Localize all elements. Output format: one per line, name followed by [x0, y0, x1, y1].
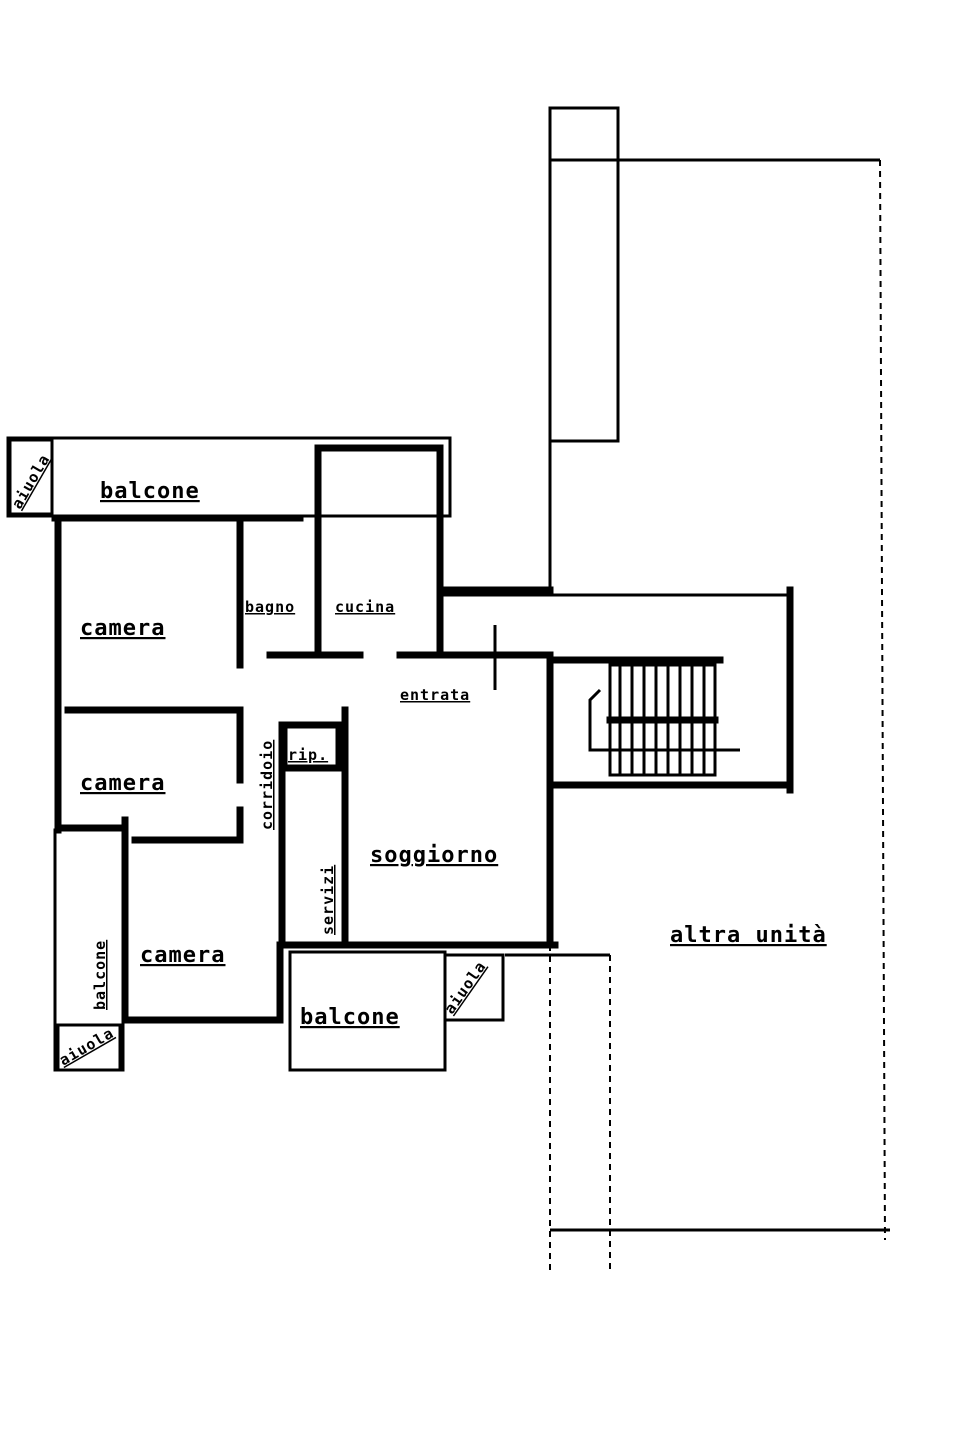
- label-aiuola-top: aiuola: [8, 451, 54, 512]
- label-servizi: servizi: [319, 865, 337, 935]
- label-camera-3: camera: [140, 943, 225, 968]
- label-camera-2: camera: [80, 771, 165, 796]
- stairwell: [440, 586, 794, 794]
- label-balcone-left: balcone: [91, 940, 109, 1010]
- balconies-lower: [53, 828, 505, 1072]
- label-corridoio: corridoio: [258, 740, 276, 830]
- label-camera-1: camera: [80, 616, 165, 641]
- label-entrata: entrata: [400, 686, 470, 704]
- label-rip: rip.: [288, 746, 328, 764]
- neighbour-unit-outline: [505, 106, 890, 1270]
- walls: [51, 444, 559, 1024]
- stair-steps: [588, 663, 740, 777]
- label-bagno: bagno: [245, 598, 295, 616]
- label-aiuola-bottom: aiuola: [441, 958, 490, 1018]
- label-cucina: cucina: [335, 598, 395, 616]
- label-balcone-top: balcone: [100, 479, 200, 504]
- label-aiuola-left: aiuola: [56, 1024, 117, 1070]
- label-altra-unita: altra unità: [670, 923, 827, 948]
- label-balcone-bottom: balcone: [300, 1005, 400, 1030]
- label-soggiorno: soggiorno: [370, 843, 498, 868]
